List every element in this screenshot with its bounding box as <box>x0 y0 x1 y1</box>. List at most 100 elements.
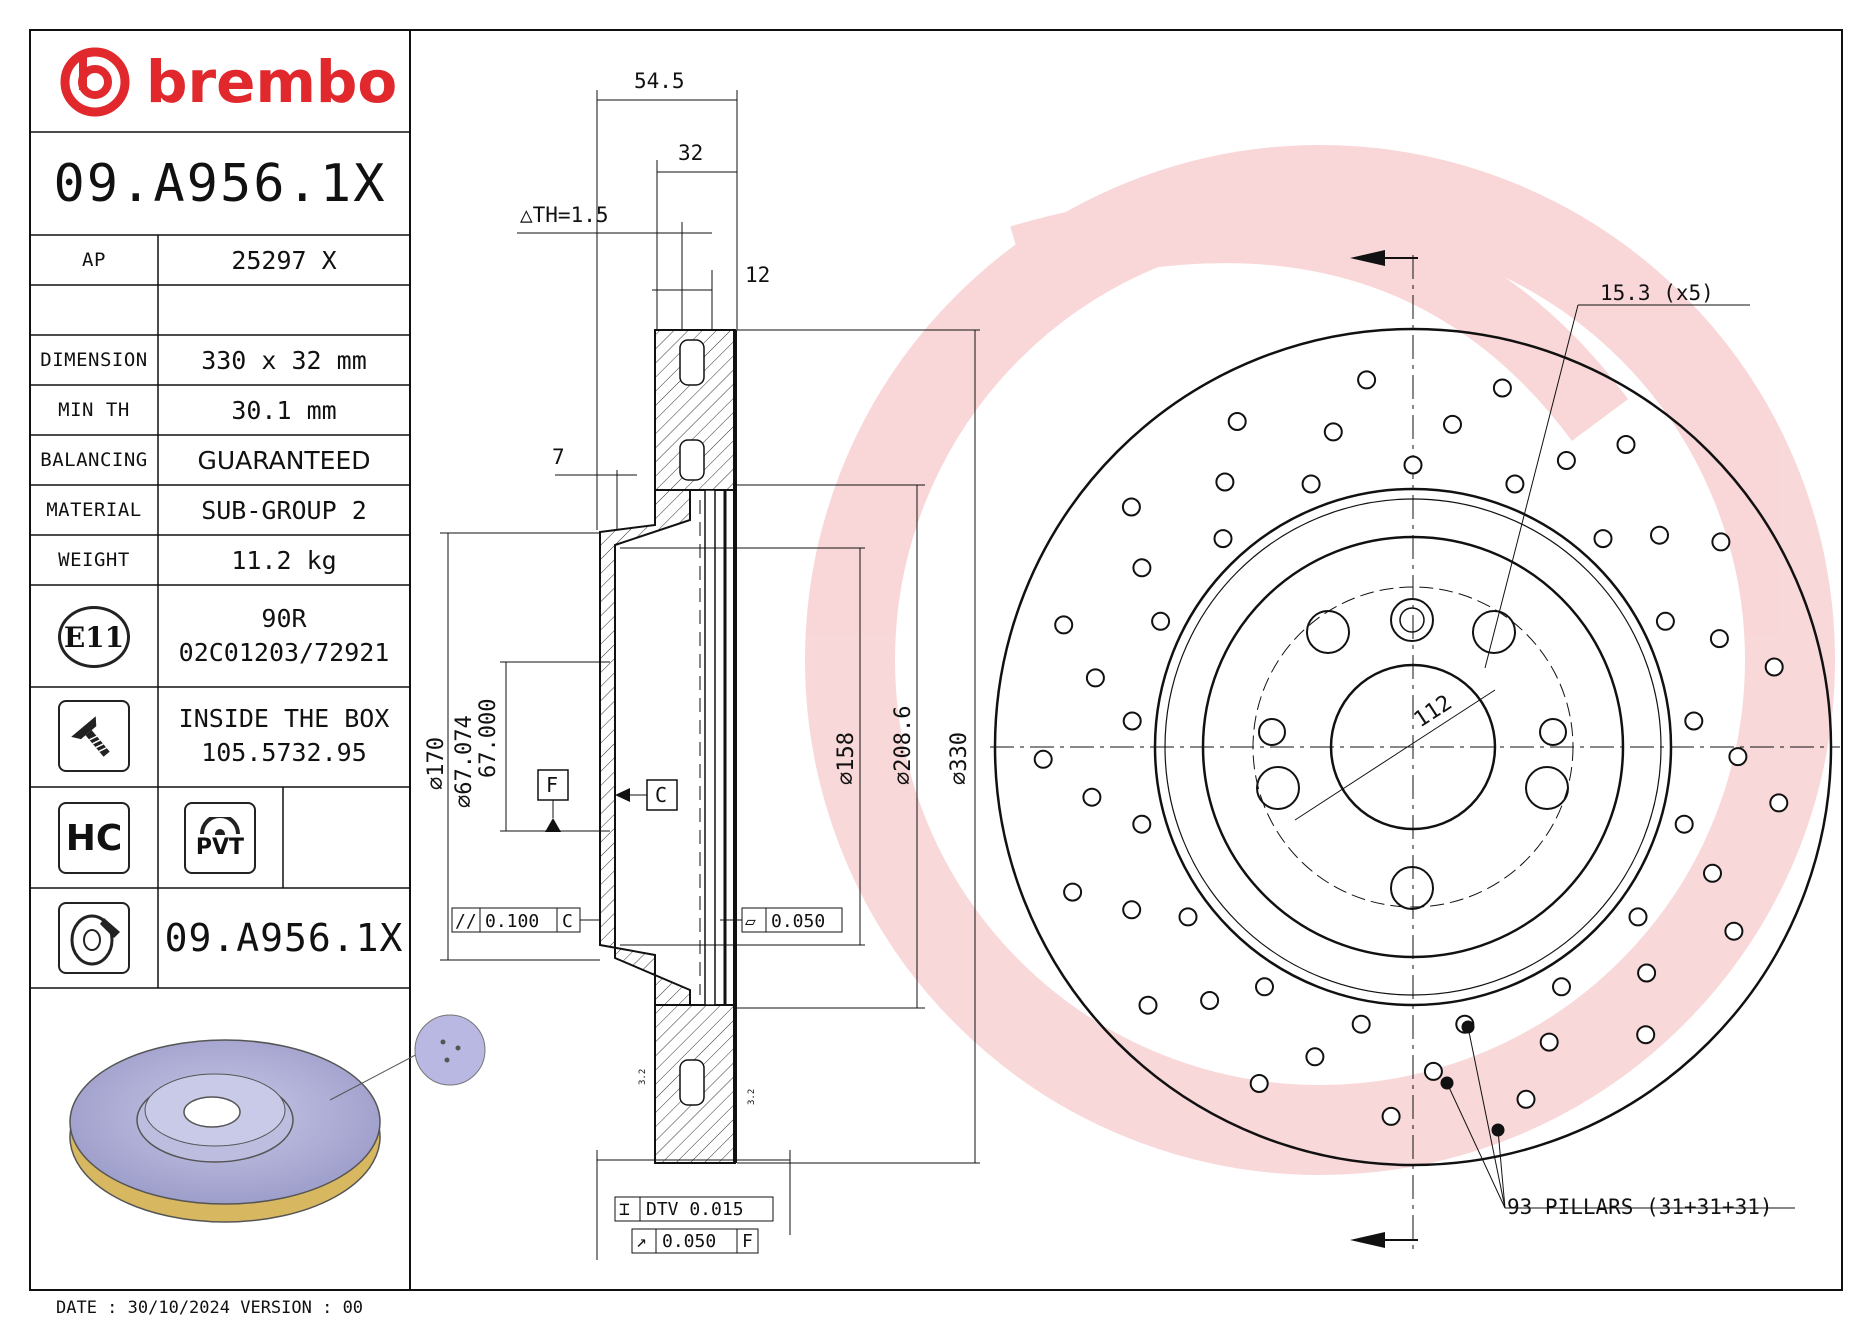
part-number-header: 09.A956.1X <box>53 154 387 214</box>
drill-hole <box>1063 882 1083 902</box>
svg-text:C: C <box>562 911 573 932</box>
homologation-line2: 02C01203/72921 <box>178 638 390 667</box>
drill-hole <box>1637 963 1657 983</box>
tolerance-parallel-frame: // 0.100 C <box>451 907 600 933</box>
homologation-text: 90R 02C01203/72921 <box>158 592 410 680</box>
spec-value-dimension: 330 x 32 mm <box>201 345 367 375</box>
datum-c-marker: C <box>615 779 678 811</box>
drill-hole <box>1151 611 1171 631</box>
roughness-right: 3.2 <box>747 1089 757 1105</box>
svg-text://: // <box>455 911 477 932</box>
homologation-line1: 90R <box>261 604 307 633</box>
spec-value-weight: 11.2 kg <box>231 545 337 575</box>
spec-value-material: SUB-GROUP 2 <box>201 495 367 525</box>
dim-d67074: ⌀67.074 <box>452 715 477 808</box>
drill-hole <box>1556 451 1576 470</box>
spec-label-min-th: MIN TH <box>58 399 130 421</box>
drill-hole <box>1709 629 1729 649</box>
svg-text:C: C <box>655 783 667 807</box>
drill-hole <box>1650 525 1669 545</box>
drill-hole <box>1711 532 1731 552</box>
drill-hole <box>1122 711 1142 731</box>
disc-3d-render-icon <box>69 1014 486 1223</box>
tolerance-runout-frame: ↗ 0.050 F <box>631 1228 759 1254</box>
drill-hole <box>1769 793 1789 813</box>
box-line1: INSIDE THE BOX <box>178 704 390 733</box>
ap-value: 25297 X <box>231 245 337 275</box>
dim-thickness: 32 <box>678 141 703 165</box>
svg-text:F: F <box>742 1231 753 1252</box>
drill-hole <box>1138 995 1158 1015</box>
hc-text: HC <box>65 817 123 859</box>
drill-hole <box>1764 657 1784 677</box>
drill-hole <box>1684 711 1704 731</box>
part-number-bottom: 09.A956.1X <box>164 916 404 960</box>
e11-badge-text: E11 <box>63 620 125 654</box>
drill-hole <box>1215 472 1235 492</box>
hc-coating-icon: HC <box>58 802 130 874</box>
drill-hole <box>1674 814 1694 834</box>
drill-hole <box>1703 863 1722 883</box>
brembo-watermark <box>805 145 1835 1175</box>
spec-label-balancing: BALANCING <box>40 449 148 471</box>
dim-bolt-holes: 15.3 (x5) <box>1600 281 1714 305</box>
svg-text:0.050: 0.050 <box>662 1231 716 1252</box>
drill-hole <box>1132 814 1152 834</box>
pvt-disc-glyph <box>200 816 240 835</box>
drill-hole <box>1616 435 1636 454</box>
brembo-logo-icon <box>60 47 130 117</box>
drill-hole <box>1132 558 1152 578</box>
disc-glyph <box>70 914 120 966</box>
spec-label-weight: WEIGHT <box>58 549 130 571</box>
svg-text:0.100: 0.100 <box>485 911 539 932</box>
dim-d170: ⌀170 <box>424 737 449 790</box>
pvt-technology-icon: PVT <box>184 802 256 874</box>
drill-hole <box>1121 497 1141 517</box>
svg-text:DTV 0.015: DTV 0.015 <box>646 1199 744 1220</box>
dim-width-total: 54.5 <box>634 69 685 93</box>
e11-homologation-badge-icon: E11 <box>58 606 130 668</box>
pvt-text: PVT <box>195 834 245 860</box>
drill-hole <box>1085 668 1105 688</box>
drill-hole <box>1054 615 1074 635</box>
datum-f-marker: F <box>537 769 569 832</box>
box-line2: 105.5732.95 <box>201 738 367 767</box>
drill-hole <box>1728 747 1748 767</box>
drill-hole <box>1200 991 1220 1010</box>
dim-d2086: ⌀208.6 <box>891 706 916 785</box>
drill-hole <box>1552 977 1571 997</box>
svg-text:▱: ▱ <box>745 911 756 932</box>
drill-hole <box>1357 370 1377 390</box>
drill-hole <box>1443 414 1462 434</box>
dim-pcd: 112 <box>1410 690 1457 733</box>
drill-hole <box>1423 1061 1443 1081</box>
drill-hole <box>1505 474 1525 494</box>
spec-label-material: MATERIAL <box>46 499 142 521</box>
dim-friction: 12 <box>745 263 770 287</box>
dim-d158: ⌀158 <box>834 732 859 785</box>
box-text: INSIDE THE BOX 105.5732.95 <box>158 692 410 780</box>
tolerance-dtv-frame: ⌶ DTV 0.015 <box>614 1196 774 1222</box>
drill-hole <box>1724 921 1744 941</box>
dim-th: △TH=1.5 <box>520 203 609 227</box>
screw-glyph <box>71 716 110 757</box>
drill-hole <box>1655 611 1675 631</box>
drill-hole <box>1593 529 1613 549</box>
ap-label: AP <box>82 249 106 271</box>
drill-holes <box>1033 370 1789 1126</box>
roughness-left: 3.2 <box>638 1069 648 1085</box>
front-view <box>993 304 1833 1167</box>
drill-hole <box>1351 1014 1371 1034</box>
drill-hole <box>1636 1025 1656 1045</box>
drill-hole <box>1301 474 1321 494</box>
drill-hole <box>1492 378 1512 398</box>
section-arrow-icons <box>1350 250 1418 1248</box>
tolerance-flatness-frame: ▱ 0.050 <box>720 907 843 933</box>
drill-hole <box>1082 787 1102 807</box>
drill-hole <box>1249 1074 1269 1093</box>
brand-wordmark: brembo <box>146 48 397 116</box>
dim-d330: ⌀330 <box>947 732 972 785</box>
svg-text:0.050: 0.050 <box>771 911 825 932</box>
drill-hole <box>1323 422 1343 442</box>
